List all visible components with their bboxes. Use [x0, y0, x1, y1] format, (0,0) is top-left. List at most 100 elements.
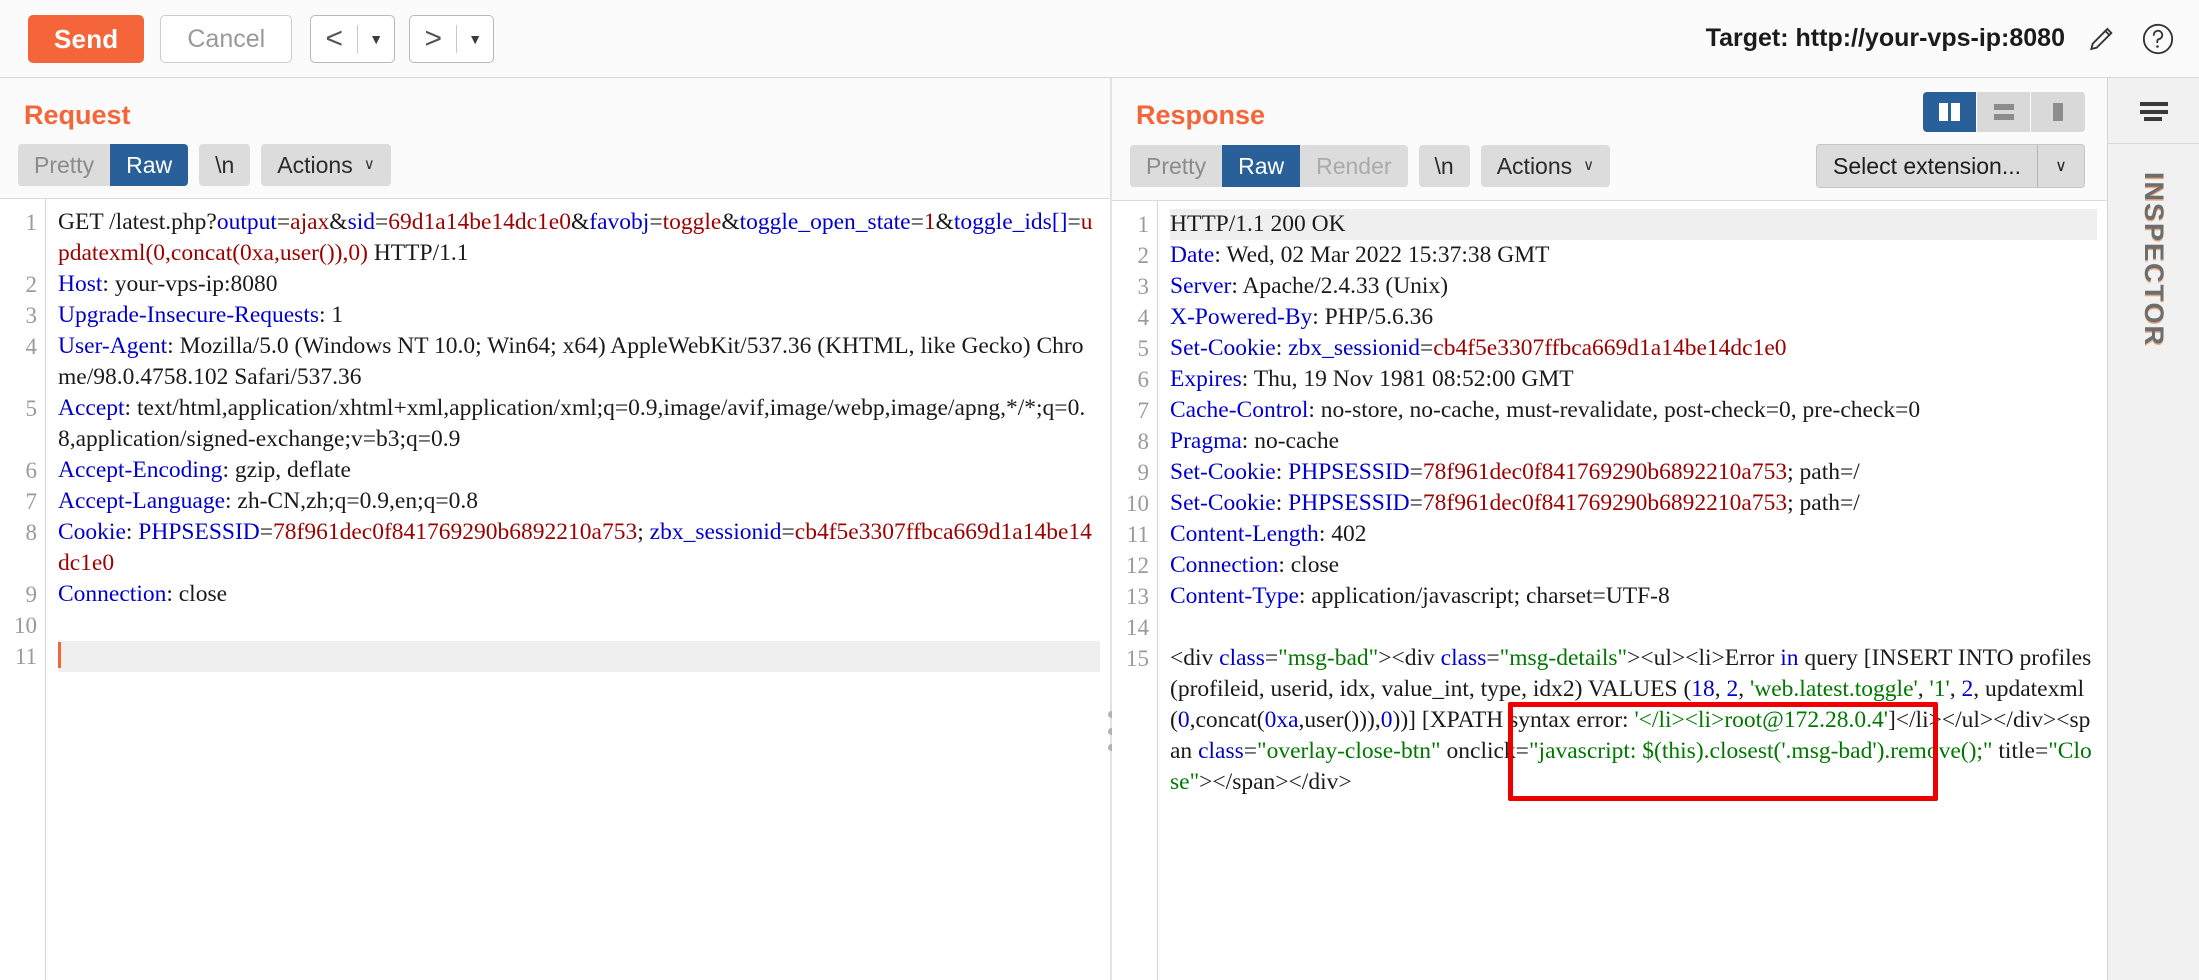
response-actions-button[interactable]: Actions ∨ — [1480, 145, 1611, 187]
back-nav-group[interactable]: < ▼ — [310, 14, 396, 63]
code-line: Date: Wed, 02 Mar 2022 15:37:38 GMT — [1170, 240, 2097, 271]
code-token: = — [1067, 209, 1081, 235]
code-line: Server: Apache/2.4.33 (Unix) — [1170, 271, 2097, 302]
code-token: = — [910, 209, 924, 235]
forward-history-chevron-down-icon[interactable]: ▼ — [468, 30, 483, 47]
code-token: : close — [166, 581, 228, 607]
code-token: Accept — [58, 395, 125, 421]
request-tab-raw[interactable]: Raw — [110, 144, 189, 186]
code-token: & — [935, 209, 954, 235]
code-token: ))] [XPATH syntax error: — [1392, 707, 1635, 733]
chevron-down-icon[interactable]: ∨ — [2055, 158, 2067, 175]
code-token: output — [216, 209, 277, 235]
response-actions-label: Actions — [1496, 153, 1573, 179]
target-block: Target: http://your-vps-ip:8080 — [1706, 20, 2177, 58]
line-number: 12 — [1126, 553, 1149, 578]
cancel-button[interactable]: Cancel — [160, 14, 293, 63]
request-newline-toggle[interactable]: \n — [199, 144, 251, 186]
code-token: : PHP/5.6.36 — [1312, 304, 1434, 330]
code-token: : Apache/2.4.33 (Unix) — [1231, 273, 1449, 299]
forward-arrow-icon[interactable]: > — [424, 21, 442, 55]
response-tab-pretty[interactable]: Pretty — [1130, 145, 1223, 187]
inspector-rail[interactable]: INSPECTOR — [2107, 78, 2199, 980]
inspector-lines-icon[interactable] — [2108, 78, 2199, 144]
line-number: 5 — [25, 396, 38, 421]
code-token: cb4f5e3307ffbca669d1a14be14dc1e0 — [1433, 335, 1787, 361]
line-number-spacer — [0, 424, 45, 455]
code-token: ajax — [290, 209, 330, 235]
code-line: User-Agent: Mozilla/5.0 (Windows NT 10.0… — [58, 331, 1100, 393]
line-number-spacer — [1112, 674, 1157, 705]
side-by-side-view-button[interactable] — [1923, 92, 1977, 132]
send-button[interactable]: Send — [28, 14, 145, 63]
target-label: Target: http://your-vps-ip:8080 — [1705, 24, 2065, 52]
request-newline-label: \n — [215, 152, 235, 178]
question-circle-icon[interactable] — [2139, 20, 2177, 58]
code-line: Cache-Control: no-store, no-cache, must-… — [1170, 395, 2097, 426]
line-number: 8 — [1137, 429, 1150, 454]
select-extension-dropdown[interactable]: Select extension... ∨ — [1816, 144, 2085, 188]
code-token: zbx_sessionid — [1288, 335, 1421, 361]
code-token: query [INSERT INTO profiles (profileid, … — [1170, 645, 2098, 702]
code-token: 0 — [1380, 707, 1393, 733]
response-tab-raw[interactable]: Raw — [1222, 145, 1301, 187]
code-token: Connection — [1170, 552, 1279, 578]
code-line: Pragma: no-cache — [1170, 426, 2097, 457]
code-token: 78f961dec0f841769290b6892210a753 — [1422, 459, 1788, 485]
code-token: PHPSESSID — [1288, 490, 1410, 516]
back-history-chevron-down-icon[interactable]: ▼ — [369, 30, 384, 47]
stacked-view-button[interactable] — [1977, 92, 2031, 132]
code-token: : no-cache — [1241, 428, 1339, 454]
code-token: class — [1440, 645, 1487, 671]
code-token: User-Agent — [58, 333, 168, 359]
line-number-spacer — [0, 548, 45, 579]
code-token: : — [1275, 459, 1289, 485]
code-token: Accept-Encoding — [58, 457, 223, 483]
code-token: zbx_sessionid — [649, 519, 782, 545]
request-tab-pretty[interactable]: Pretty — [18, 144, 111, 186]
code-line: ​ — [58, 610, 1100, 641]
code-token: '</li><li>root@172.28.0.4' — [1634, 707, 1888, 733]
response-newline-toggle[interactable]: \n — [1418, 145, 1470, 187]
forward-nav-group[interactable]: > ▼ — [409, 14, 495, 63]
line-number-spacer — [0, 238, 45, 269]
code-token: : zh-CN,zh;q=0.9,en;q=0.8 — [225, 488, 478, 514]
splitter-grip-handle[interactable] — [1106, 708, 1116, 754]
line-number: 10 — [1126, 491, 1149, 516]
code-token: Accept-Language — [58, 488, 226, 514]
code-token: ; — [637, 519, 650, 545]
response-tab-render[interactable]: Render — [1300, 145, 1408, 187]
code-line: Cookie: PHPSESSID=78f961dec0f841769290b6… — [58, 517, 1100, 579]
request-pane: Request Pretty Raw \n Actions ∨ 1 — [0, 78, 1110, 980]
inspector-label: INSPECTOR — [2139, 172, 2169, 348]
code-token: GET /latest.php? — [58, 209, 217, 235]
code-token: HTTP/1.1 200 OK — [1170, 211, 1346, 237]
pane-splitter[interactable] — [1107, 78, 1115, 980]
code-line: GET /latest.php?output=ajax&sid=69d1a14b… — [58, 207, 1100, 269]
response-pane-head: Response Pretty Raw — [1112, 78, 2107, 200]
line-number: 4 — [1137, 305, 1150, 330]
back-arrow-icon[interactable]: < — [325, 21, 343, 55]
pencil-icon[interactable] — [2083, 20, 2121, 58]
code-token: = — [259, 519, 274, 545]
request-actions-button[interactable]: Actions ∨ — [261, 144, 391, 186]
line-number: 3 — [1137, 274, 1150, 299]
code-token: PHPSESSID — [138, 519, 260, 545]
code-token: class — [1219, 645, 1265, 671]
response-layout-mode-group — [1923, 92, 2085, 132]
code-token: & — [571, 209, 590, 235]
line-number: 5 — [1137, 336, 1150, 361]
single-view-button[interactable] — [2031, 92, 2085, 132]
code-token: ,concat( — [1189, 707, 1265, 733]
request-raw-text[interactable]: GET /latest.php?output=ajax&sid=69d1a14b… — [46, 199, 1110, 980]
chevron-down-icon: ∨ — [363, 156, 375, 173]
code-token: : your-vps-ip:8080 — [102, 271, 278, 297]
code-token: 0 — [1177, 707, 1190, 733]
response-raw-text[interactable]: HTTP/1.1 200 OK Date: Wed, 02 Mar 2022 15… — [1158, 201, 2107, 980]
line-number: 15 — [1126, 646, 1149, 671]
chevron-down-icon: ∨ — [1583, 157, 1595, 174]
